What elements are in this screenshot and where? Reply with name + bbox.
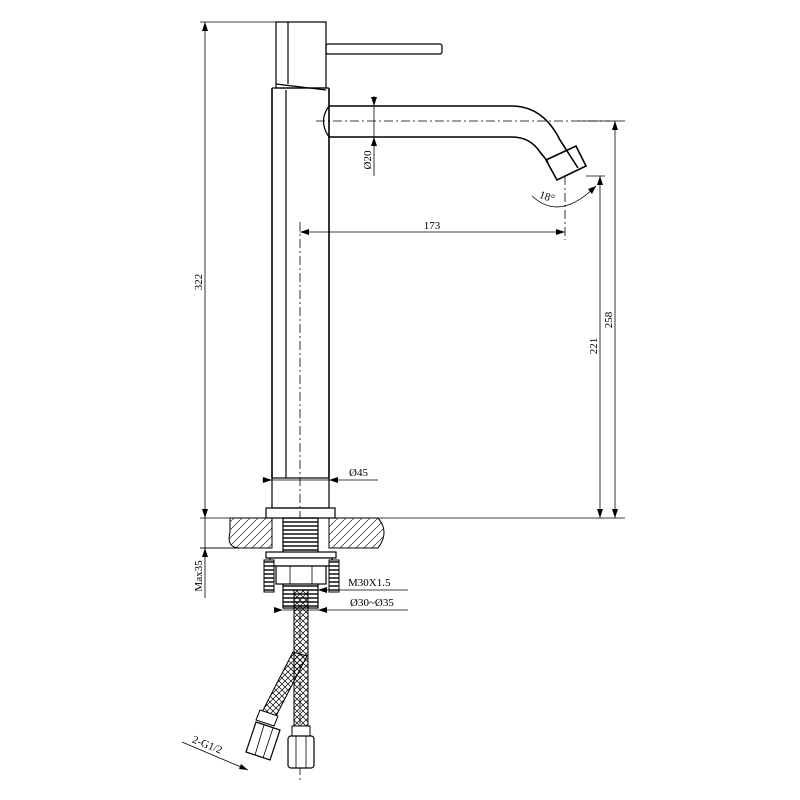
dim-258-arrow-top [612, 121, 618, 130]
dim-angle-arc [531, 185, 597, 208]
centerlines [299, 120, 610, 780]
straight-hose-nut [287, 735, 315, 769]
dimension-labels: 322 258 221 173 Ø20 18° Ø45 Max35 M30X1.… [190, 150, 615, 757]
label-hole-diameter: Ø30~Ø35 [350, 597, 394, 609]
label-max-deck: Max35 [193, 560, 205, 592]
flexible-hoses [245, 589, 315, 769]
rubber-washer [265, 551, 337, 559]
deck-right-section [328, 517, 385, 549]
spout-top-edge [329, 105, 579, 169]
label-base-diameter: Ø45 [349, 467, 368, 479]
label-spout-diameter: Ø20 [362, 150, 374, 169]
angled-nut-flat-1 [254, 724, 265, 756]
spout-bottom-edge [329, 136, 549, 163]
dim-connection-leader [181, 741, 249, 771]
dim-322-arrow-bottom [202, 509, 208, 518]
dim-d20-arrow-top [371, 97, 377, 106]
label-outlet-height: 221 [588, 338, 600, 355]
label-spout-reach: 173 [424, 220, 441, 232]
handle-lever [325, 43, 443, 55]
label-spout-height: 258 [603, 311, 615, 328]
dim-221-arrow-top [597, 176, 603, 185]
countertop-section [200, 517, 625, 549]
dim-d45-arrow-left [263, 477, 272, 483]
dim-hole-arrow-right [318, 607, 327, 613]
dimension-lines [181, 21, 625, 771]
right-stud [328, 559, 340, 593]
angled-hose-ferrule [255, 709, 279, 727]
dim-322-arrow-top [202, 22, 208, 31]
dim-221-arrow-bottom [597, 509, 603, 518]
label-thread: M30X1.5 [348, 577, 391, 589]
spout-aerator [544, 144, 588, 182]
dim-thread-arrow [318, 587, 327, 593]
dim-d45-arrow-right [329, 477, 338, 483]
fixing-nut [275, 565, 327, 585]
base-collar [271, 477, 330, 509]
deck-left-section [228, 517, 273, 549]
label-outlet-angle: 18° [538, 189, 556, 205]
straight-hose-ferrule [291, 725, 311, 737]
dim-angle-arrow [588, 186, 596, 194]
angled-nut-flat-2 [262, 727, 274, 759]
dim-max35-arrow [202, 548, 208, 557]
left-stud [263, 559, 275, 593]
dim-258-arrow-bottom [612, 509, 618, 518]
spout-joint [322, 105, 330, 138]
faucet-body [265, 21, 588, 519]
metal-washer [269, 557, 333, 567]
base-ring [265, 507, 336, 519]
dim-173-arrow-left [300, 229, 309, 235]
label-hose-connection: 2-G1/2 [190, 734, 223, 757]
handle-cap-bottom [275, 83, 327, 91]
dim-173-arrow-right [556, 229, 565, 235]
dim-hole-arrow-left [274, 607, 283, 613]
dim-connection-arrow [239, 764, 248, 770]
handle-cap [275, 21, 327, 89]
dim-d20-arrow-bottom [371, 137, 377, 146]
label-overall-height: 322 [193, 274, 205, 291]
